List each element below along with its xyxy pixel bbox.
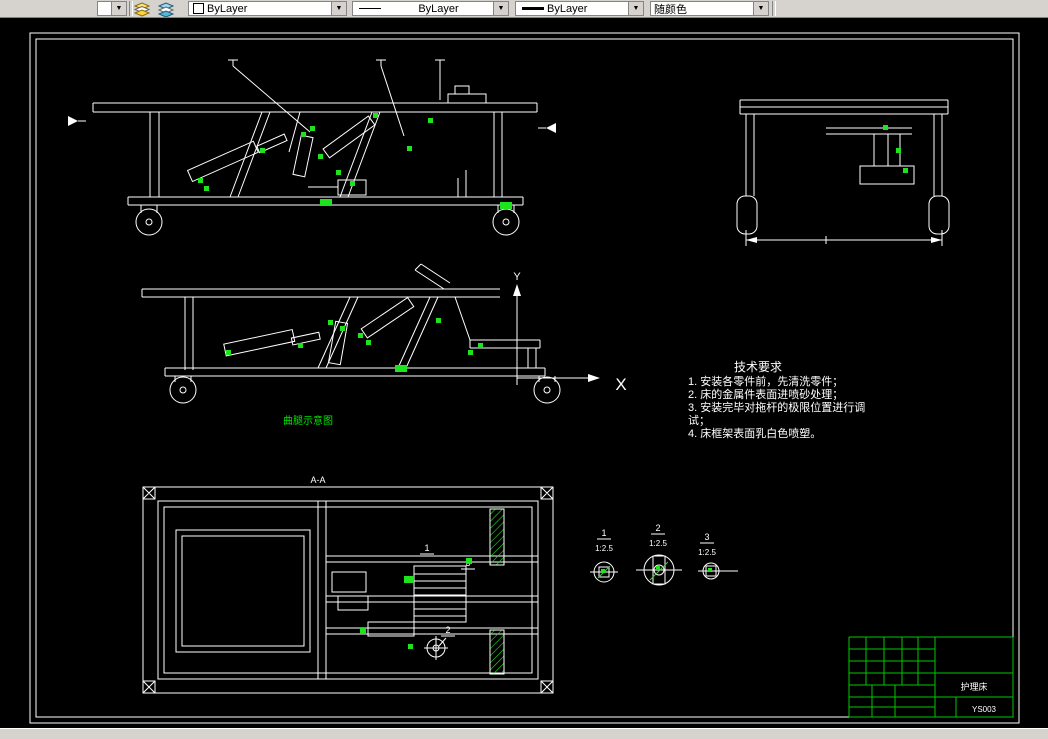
detail-3: 3 1:2.5 [698, 532, 738, 580]
tech-req-line: 试； [688, 414, 710, 427]
lineweight-control[interactable]: ByLayer ▼ [515, 1, 644, 16]
plotstyle-control-value: 随颜色 [654, 3, 687, 16]
linetype-control-value: ByLayer [418, 2, 459, 15]
view-side-elevation[interactable] [68, 59, 556, 236]
layer-control[interactable]: ▼ [97, 1, 127, 16]
tech-requirements[interactable]: 技术要求 1. 安装各零件前，先清洗零件； 2. 床的金属件表面进喷砂处理； 3… [688, 360, 865, 440]
dropdown-arrow-icon[interactable]: ▼ [111, 2, 126, 15]
detail-1: 1 1:2.5 [590, 528, 618, 583]
linetype-sample-icon [359, 8, 381, 9]
detail-views[interactable]: 1 1:2.5 2 1:2.5 3 [590, 523, 738, 586]
leg-diagram-note: 曲腿示意图 [283, 414, 333, 427]
status-strip [0, 728, 1048, 739]
color-swatch-icon [193, 3, 204, 14]
sheet-border [29, 32, 1020, 724]
detail-2: 2 1:2.5 [636, 523, 682, 586]
dropdown-arrow-icon[interactable]: ▼ [493, 2, 508, 15]
detail-1-scale: 1:2.5 [595, 544, 613, 553]
tech-req-line: 4. 床框架表面乳白色喷塑。 [688, 426, 821, 440]
hatched-crossmember [489, 508, 505, 566]
layer-properties-icon[interactable] [133, 1, 151, 17]
drawing-canvas[interactable]: Y X 曲腿示意图 技术要求 1. 安装各零件前，先清洗零件； 2. 床的金属件… [0, 18, 1048, 728]
dropdown-arrow-icon[interactable]: ▼ [331, 2, 346, 15]
color-control[interactable]: ByLayer ▼ [188, 1, 347, 16]
tech-req-line: 3. 安装完毕对拖杆的极限位置进行调 [688, 400, 865, 414]
toolbar-separator [129, 1, 133, 16]
dropdown-arrow-icon[interactable]: ▼ [628, 2, 643, 15]
axis-y-label: Y [513, 271, 521, 283]
properties-toolbar: ▼ ByLayer ▼ ByLayer ▼ [0, 0, 1048, 18]
dropdown-arrow-icon[interactable]: ▼ [753, 2, 768, 15]
layer-sheet-icon [158, 2, 174, 17]
title-block[interactable]: 护理床 YS003 [848, 636, 1014, 718]
lineweight-control-value: ByLayer [547, 2, 588, 15]
axis-x-label: X [615, 375, 626, 394]
callout-2: 2 [445, 625, 450, 635]
view-side-legs-bent[interactable]: Y X 曲腿示意图 [141, 263, 627, 427]
plotstyle-control[interactable]: 随颜色 ▼ [650, 1, 769, 16]
tech-req-title: 技术要求 [734, 360, 782, 374]
detail-3-scale: 1:2.5 [698, 548, 716, 557]
callout-1: 1 [424, 543, 429, 553]
title-block-code: YS003 [972, 705, 997, 714]
grip-markers [883, 125, 908, 173]
tech-req-line: 2. 床的金属件表面进喷砂处理； [688, 387, 843, 401]
color-control-value: ByLayer [207, 2, 248, 15]
grip-markers [198, 113, 512, 209]
toolbar-separator [772, 1, 776, 16]
section-label: A-A [310, 475, 325, 485]
detail-2-number: 2 [655, 523, 660, 533]
detail-2-scale: 1:2.5 [649, 539, 667, 548]
grip-markers [360, 558, 472, 649]
make-layer-current-icon[interactable] [157, 1, 175, 17]
linetype-control[interactable]: ByLayer ▼ [352, 1, 509, 16]
lineweight-sample-icon [522, 7, 544, 10]
view-end-elevation[interactable] [736, 99, 950, 246]
title-block-product: 护理床 [960, 681, 987, 692]
tech-req-line: 1. 安装各零件前，先清洗零件； [688, 374, 843, 388]
layers-stack-icon [134, 2, 150, 17]
model-space[interactable]: Y X 曲腿示意图 技术要求 1. 安装各零件前，先清洗零件； 2. 床的金属件… [0, 18, 1048, 728]
detail-1-number: 1 [601, 528, 606, 538]
detail-3-number: 3 [704, 532, 709, 542]
view-plan-section[interactable]: A-A 1 3 2 [142, 475, 554, 694]
hatched-crossmember [489, 629, 505, 675]
grip-markers [226, 318, 483, 372]
